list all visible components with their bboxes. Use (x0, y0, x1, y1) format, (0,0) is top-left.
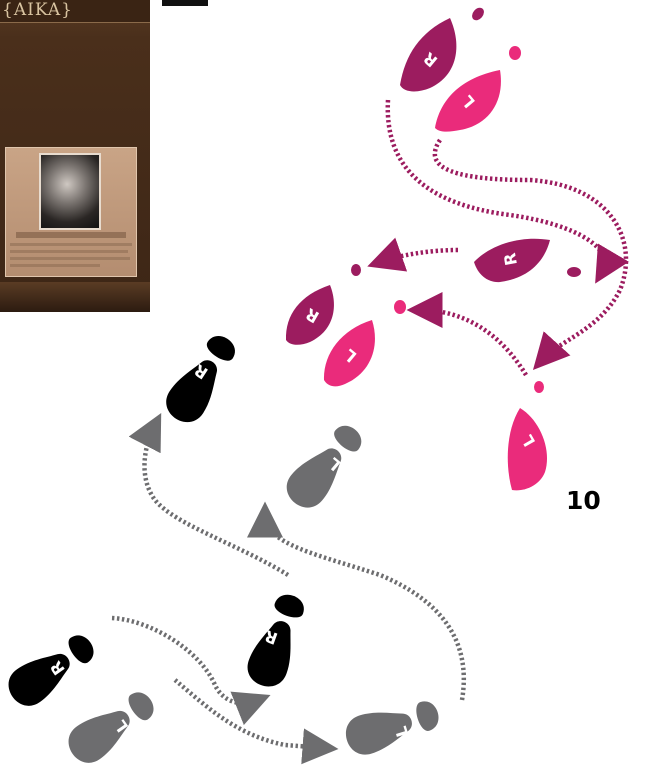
svg-text:R: R (500, 252, 521, 267)
footprint-left-man: L (341, 693, 444, 760)
woman-paths (367, 99, 629, 377)
footprint-left-man: L (61, 682, 162, 771)
footprint-left-woman: L (323, 300, 406, 387)
inset-text-line (10, 250, 128, 253)
footprint-left-man: L (279, 416, 371, 516)
path-man-3 (128, 413, 290, 577)
inset-text-line (10, 243, 132, 246)
footprint-right-woman: R (474, 238, 581, 283)
footprint-right-man: R (1, 625, 102, 714)
man-paths (111, 413, 467, 765)
path-woman-3 (367, 237, 459, 272)
inset-caption (16, 232, 126, 238)
inset-text-line (10, 257, 130, 260)
path-woman-2 (432, 138, 629, 371)
svg-text:R: R (262, 626, 280, 648)
footprint-right-woman: R (400, 7, 484, 92)
footprint-right-man: R (242, 589, 313, 692)
path-woman-4 (406, 292, 528, 377)
inset-photo-panel: {AIKA} (0, 0, 150, 312)
inset-text-line (10, 264, 100, 267)
footprint-right-woman: R (285, 264, 361, 345)
path-man-2 (173, 678, 339, 765)
inset-marker (162, 0, 208, 6)
inset-header: {AIKA} (0, 0, 150, 23)
footprint-left-woman: L (507, 381, 548, 491)
inset-logo: {AIKA} (2, 0, 73, 20)
footprint-left-woman: L (435, 46, 521, 132)
inset-portrait (39, 153, 101, 230)
inset-footer (0, 282, 150, 312)
footprint-right-man: R (158, 327, 245, 430)
path-woman-1 (385, 99, 629, 284)
page-number: 10 (566, 486, 601, 515)
inset-card (5, 147, 137, 277)
path-man-1 (111, 615, 271, 726)
